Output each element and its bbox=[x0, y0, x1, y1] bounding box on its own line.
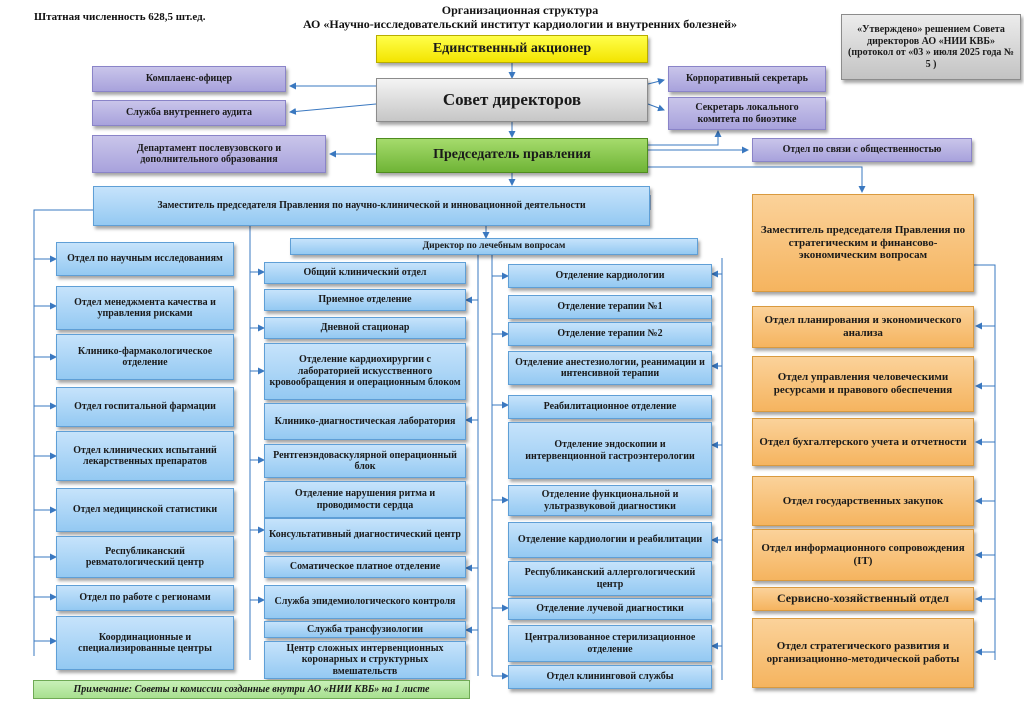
strategy-item-5: Отдел информационного сопровождения (IT) bbox=[752, 529, 974, 581]
strategy-item-6: Сервисно-хозяйственный отдел bbox=[752, 587, 974, 611]
strategy-item-2: Отдел управления человеческими ресурсами… bbox=[752, 356, 974, 412]
right-item-11: Централизованное стерилизационное отделе… bbox=[508, 625, 712, 662]
mid-item-4: Отделение кардиохирургии с лабораторией … bbox=[264, 343, 466, 400]
right-item-8: Отделение кардиологии и реабилитации bbox=[508, 522, 712, 558]
staff-count: Штатная численность 628,5 шт.ед. bbox=[34, 11, 206, 23]
box-deputy-strategy: Заместитель председателя Правления по ст… bbox=[752, 194, 974, 292]
box-compliance: Комплаенс-офицер bbox=[92, 66, 286, 92]
left-item-2: Отдел менеджмента качества и управления … bbox=[56, 286, 234, 330]
box-board: Совет директоров bbox=[376, 78, 648, 122]
left-item-4: Отдел госпитальной фармации bbox=[56, 387, 234, 427]
strategy-item-4: Отдел государственных закупок bbox=[752, 476, 974, 526]
mid-item-12: Центр сложных интервенционных коронарных… bbox=[264, 641, 466, 679]
mid-item-6: Рентгенэндоваскулярной операционный блок bbox=[264, 444, 466, 478]
mid-item-2: Приемное отделение bbox=[264, 289, 466, 311]
strategy-item-7: Отдел стратегического развития и организ… bbox=[752, 618, 974, 688]
left-item-1: Отдел по научным исследованиям bbox=[56, 242, 234, 276]
right-item-5: Реабилитационное отделение bbox=[508, 395, 712, 419]
title-line-1: Организационная структура bbox=[441, 3, 599, 17]
right-item-12: Отдел клининговой службы bbox=[508, 665, 712, 689]
right-item-2: Отделение терапии №1 bbox=[508, 295, 712, 319]
strategy-item-1: Отдел планирования и экономического анал… bbox=[752, 306, 974, 348]
mid-item-8: Консультативный диагностический центр bbox=[264, 518, 466, 552]
mid-item-3: Дневной стационар bbox=[264, 317, 466, 339]
strategy-item-3: Отдел бухгалтерского учета и отчетности bbox=[752, 418, 974, 466]
mid-item-9: Соматическое платное отделение bbox=[264, 556, 466, 578]
box-audit: Служба внутреннего аудита bbox=[92, 100, 286, 126]
mid-item-11: Служба трансфузиологии bbox=[264, 621, 466, 638]
footnote: Примечание: Советы и комиссии созданные … bbox=[33, 680, 470, 699]
box-postgrad: Департамент послевузовского и дополнител… bbox=[92, 135, 326, 173]
box-bioethics: Секретарь локального комитета по биоэтик… bbox=[668, 97, 826, 130]
box-corp-secretary: Корпоративный секретарь bbox=[668, 66, 826, 92]
chart-title: Организационная структура АО «Научно-исс… bbox=[240, 3, 800, 32]
right-item-6: Отделение эндоскопии и интервенционной г… bbox=[508, 422, 712, 479]
mid-item-7: Отделение нарушения ритма и проводимости… bbox=[264, 481, 466, 518]
right-item-1: Отделение кардиологии bbox=[508, 264, 712, 288]
box-pr: Отдел по связи с общественностью bbox=[752, 138, 972, 162]
left-item-3: Клинико-фармакологическое отделение bbox=[56, 334, 234, 380]
right-item-4: Отделение анестезиологии, реанимации и и… bbox=[508, 351, 712, 385]
mid-item-10: Служба эпидемиологического контроля bbox=[264, 585, 466, 619]
approval-box: «Утверждено» решением Совета директоров … bbox=[841, 14, 1021, 80]
box-deputy-science: Заместитель председателя Правления по на… bbox=[93, 186, 650, 226]
left-item-6: Отдел медицинской статистики bbox=[56, 488, 234, 532]
box-chairman: Председатель правления bbox=[376, 138, 648, 173]
left-item-9: Координационные и специализированные цен… bbox=[56, 616, 234, 670]
mid-item-5: Клинико-диагностическая лаборатория bbox=[264, 403, 466, 440]
right-item-3: Отделение терапии №2 bbox=[508, 322, 712, 346]
left-item-8: Отдел по работе с регионами bbox=[56, 585, 234, 611]
title-line-2: АО «Научно-исследовательский институт ка… bbox=[302, 17, 738, 32]
right-item-9: Республиканский аллергологический центр bbox=[508, 561, 712, 596]
box-shareholder: Единственный акционер bbox=[376, 35, 648, 63]
left-item-7: Республиканский ревматологический центр bbox=[56, 536, 234, 578]
right-item-10: Отделение лучевой диагностики bbox=[508, 598, 712, 620]
right-item-7: Отделение функциональной и ультразвуково… bbox=[508, 485, 712, 516]
mid-item-1: Общий клинический отдел bbox=[264, 262, 466, 284]
left-item-5: Отдел клинических испытаний лекарственны… bbox=[56, 431, 234, 481]
box-director-medical: Директор по лечебным вопросам bbox=[290, 238, 698, 255]
